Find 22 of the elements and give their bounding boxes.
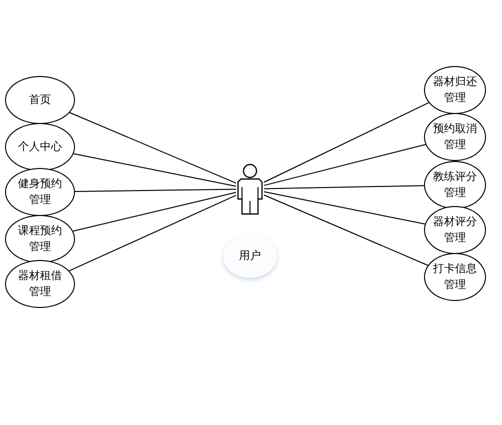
connector-line bbox=[69, 112, 236, 184]
use-case-ellipse: 首页 bbox=[5, 76, 75, 124]
connector-line bbox=[264, 144, 426, 186]
use-case-ellipse: 教练评分管理 bbox=[424, 161, 486, 209]
use-case-ellipse: 器材归还管理 bbox=[424, 66, 486, 114]
connector-line bbox=[74, 188, 236, 192]
use-case-ellipse: 器材评分管理 bbox=[424, 206, 486, 254]
actor-name-ellipse: 用户 bbox=[223, 234, 277, 278]
connector-line bbox=[264, 191, 426, 224]
use-case-ellipse: 器材租借管理 bbox=[5, 260, 75, 308]
connector-line bbox=[264, 102, 430, 183]
connector-line bbox=[264, 194, 428, 266]
use-case-ellipse: 打卡信息管理 bbox=[424, 253, 486, 301]
actor-figure bbox=[236, 163, 264, 215]
use-case-ellipse: 个人中心 bbox=[5, 123, 75, 171]
connector-line bbox=[73, 153, 236, 187]
use-case-ellipse: 健身预约管理 bbox=[5, 168, 75, 216]
connector-line bbox=[72, 192, 236, 232]
connector-line bbox=[264, 185, 424, 190]
use-case-ellipse: 预约取消管理 bbox=[424, 113, 486, 161]
connector-line bbox=[68, 194, 236, 272]
use-case-ellipse: 课程预约管理 bbox=[5, 215, 75, 263]
